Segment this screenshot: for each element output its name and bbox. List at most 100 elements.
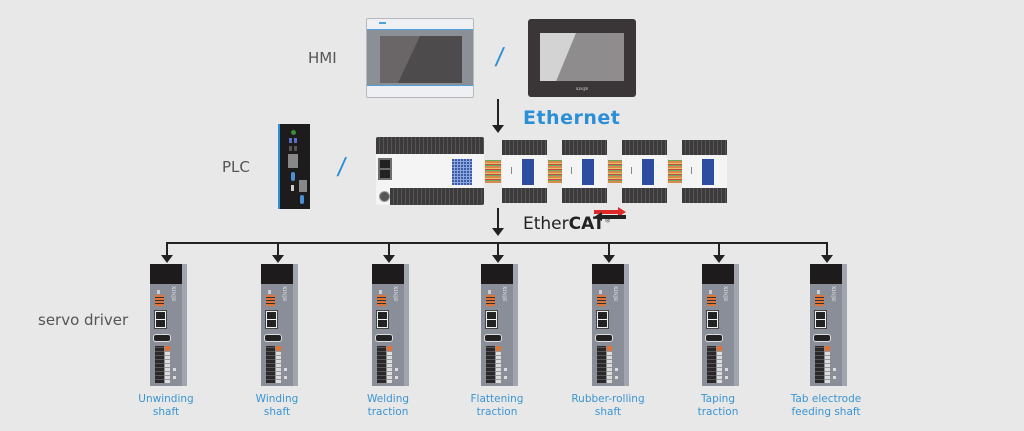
servo-drive-ethercat-ports xyxy=(706,310,719,329)
servo-drive-brand: XINJE xyxy=(170,286,176,302)
servo-drive-cover xyxy=(372,264,404,284)
servo-drive-terminal-labels xyxy=(165,346,170,383)
ground-icon xyxy=(173,376,176,379)
servo-drive-led xyxy=(709,290,712,294)
servo-drive: XINJE xyxy=(592,264,629,386)
servo-drive-terminal-block xyxy=(597,346,606,383)
drive-arrow-icon xyxy=(821,255,833,263)
servo-drive-label-line2: traction xyxy=(476,406,518,418)
servo-drive-led xyxy=(817,290,820,294)
ethercat-bus-line xyxy=(166,242,826,244)
ethercat-arrow-icon xyxy=(492,228,504,236)
servo-drive-label-line2: shaft xyxy=(263,406,291,418)
ground-icon xyxy=(504,368,507,371)
servo-drive-terminal-block xyxy=(486,346,495,383)
ethernet-link-line xyxy=(497,99,499,127)
servo-drive-label-line2: feeding shaft xyxy=(791,406,861,418)
ethernet-bus-label: Ethernet xyxy=(523,107,621,129)
servo-drive-encoder-port xyxy=(705,334,723,342)
servo-drive-brand: XINJE xyxy=(612,286,618,302)
drive-drop-line xyxy=(718,242,720,256)
ethercat-bus-label: EtherCAT® xyxy=(523,214,611,234)
servo-drive-label-line1: Taping xyxy=(700,393,735,405)
plc-ethernet-ports xyxy=(378,158,392,180)
servo-drive-label-line1: Welding xyxy=(366,393,410,405)
drive-arrow-icon xyxy=(603,255,615,263)
drive-arrow-icon xyxy=(383,255,395,263)
servo-drive-ethercat-ports xyxy=(265,310,278,329)
servo-drive-label-line2: traction xyxy=(367,406,409,418)
servo-drive-led xyxy=(268,290,271,294)
hmi-touch-panel-dark: XINJE xyxy=(528,19,636,97)
servo-drive-encoder-port xyxy=(375,334,393,342)
drive-drop-line xyxy=(608,242,610,256)
servo-drive-terminal-block xyxy=(377,346,386,383)
plc-box-pc xyxy=(278,124,310,209)
servo-drive-dip-switch xyxy=(815,295,824,306)
ethernet-arrow-icon xyxy=(492,125,504,133)
servo-drive-cover xyxy=(150,264,182,284)
servo-drive-encoder-port xyxy=(595,334,613,342)
drive-arrow-icon xyxy=(492,255,504,263)
ethercat-logo-arrows-icon xyxy=(594,207,626,221)
ground-icon xyxy=(395,376,398,379)
servo-drive-cover xyxy=(592,264,624,284)
servo-drive-label-line1: Rubber-rolling xyxy=(571,393,645,405)
plc-cpu-module xyxy=(376,137,484,205)
plc-expansion-module xyxy=(562,140,607,203)
servo-drive-cover xyxy=(810,264,842,284)
servo-drive-dip-switch xyxy=(486,295,495,306)
ground-icon xyxy=(504,376,507,379)
servo-drive-encoder-port xyxy=(153,334,171,342)
servo-drive-dip-switch xyxy=(377,295,386,306)
plc-expansion-cable xyxy=(668,160,684,183)
servo-drive-cover xyxy=(481,264,513,284)
servo-drive-terminal-labels xyxy=(276,346,281,383)
servo-drive-brand: XINJE xyxy=(392,286,398,302)
servo-tier-label: servo driver xyxy=(38,311,129,329)
plc-knob xyxy=(379,191,390,202)
servo-drive-dip-switch xyxy=(707,295,716,306)
servo-drive-label-line2: shaft xyxy=(152,406,180,418)
servo-drive-encoder-port xyxy=(264,334,282,342)
plc-expansion-cable xyxy=(485,160,501,183)
servo-drive-brand: XINJE xyxy=(501,286,507,302)
servo-drive-brand: XINJE xyxy=(281,286,287,302)
ground-icon xyxy=(284,376,287,379)
hmi-screen xyxy=(380,36,462,83)
servo-drive-label-line2: shaft xyxy=(594,406,622,418)
drive-drop-line xyxy=(166,242,168,256)
ethercat-label-prefix: Ether xyxy=(523,214,569,234)
servo-drive-label-line2: traction xyxy=(697,406,739,418)
drive-drop-line xyxy=(497,242,499,256)
hmi-touch-panel-light xyxy=(366,18,474,98)
plc-expansion-cable xyxy=(548,160,564,183)
servo-drive-terminal-labels xyxy=(825,346,830,383)
servo-drive-ethercat-ports xyxy=(814,310,827,329)
servo-drive-dip-switch xyxy=(597,295,606,306)
hmi-logo xyxy=(379,22,386,24)
ground-icon xyxy=(284,368,287,371)
servo-drive-encoder-port xyxy=(813,334,831,342)
plc-expansion-module xyxy=(682,140,727,203)
servo-drive-led xyxy=(488,290,491,294)
servo-drive-label-line1: Flattening xyxy=(470,393,524,405)
ethercat-mark: ® xyxy=(604,217,611,225)
servo-drive-terminal-labels xyxy=(607,346,612,383)
servo-drive-ethercat-ports xyxy=(376,310,389,329)
servo-drive: XINJE xyxy=(150,264,187,386)
ground-icon xyxy=(833,376,836,379)
drive-arrow-icon xyxy=(161,255,173,263)
servo-drive-led xyxy=(157,290,160,294)
servo-drive-terminal-labels xyxy=(717,346,722,383)
ground-icon xyxy=(615,376,618,379)
servo-drive: XINJE xyxy=(372,264,409,386)
servo-drive: XINJE xyxy=(702,264,739,386)
servo-drive-terminal-block xyxy=(266,346,275,383)
servo-drive-cover xyxy=(702,264,734,284)
ground-icon xyxy=(725,368,728,371)
